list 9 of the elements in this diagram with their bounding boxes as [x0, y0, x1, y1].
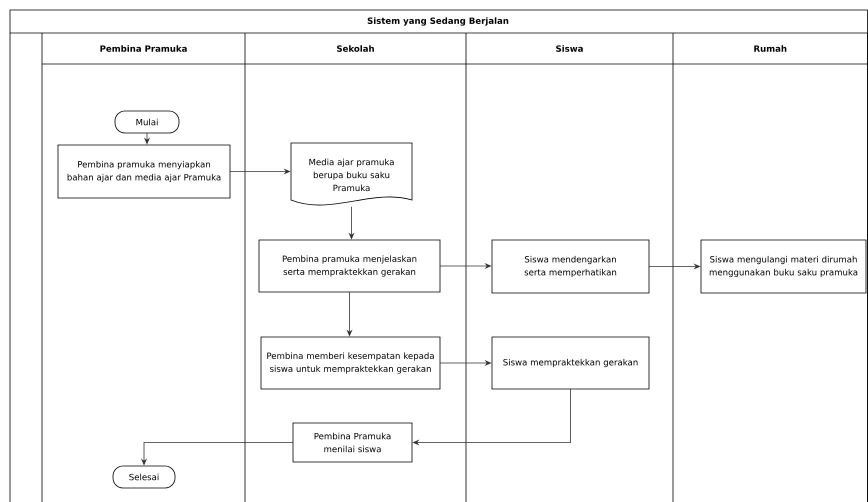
process-box: Pembina memberi kesempatan kepada siswa untuk mempraktekkan gerakan: [260, 336, 440, 390]
process-box: Siswa mendengarkan serta memperhatikan: [492, 240, 650, 294]
process-box: Pembina pramuka menyiapkan bahan ajar dan media ajar Pramuka: [58, 144, 230, 198]
process-box: Siswa mengulangi materi dirumah menggunakan buku saku pramuka: [700, 240, 866, 294]
process-box: Pembina Pramuka menilai siswa: [292, 422, 412, 462]
process-box: Siswa mempraktekkan gerakan: [492, 336, 650, 390]
terminal: Mulai: [114, 110, 180, 134]
terminal: Selesai: [112, 466, 176, 488]
process-box: Pembina pramuka menjelaskan serta mempraktekkan gerakan: [258, 240, 440, 292]
